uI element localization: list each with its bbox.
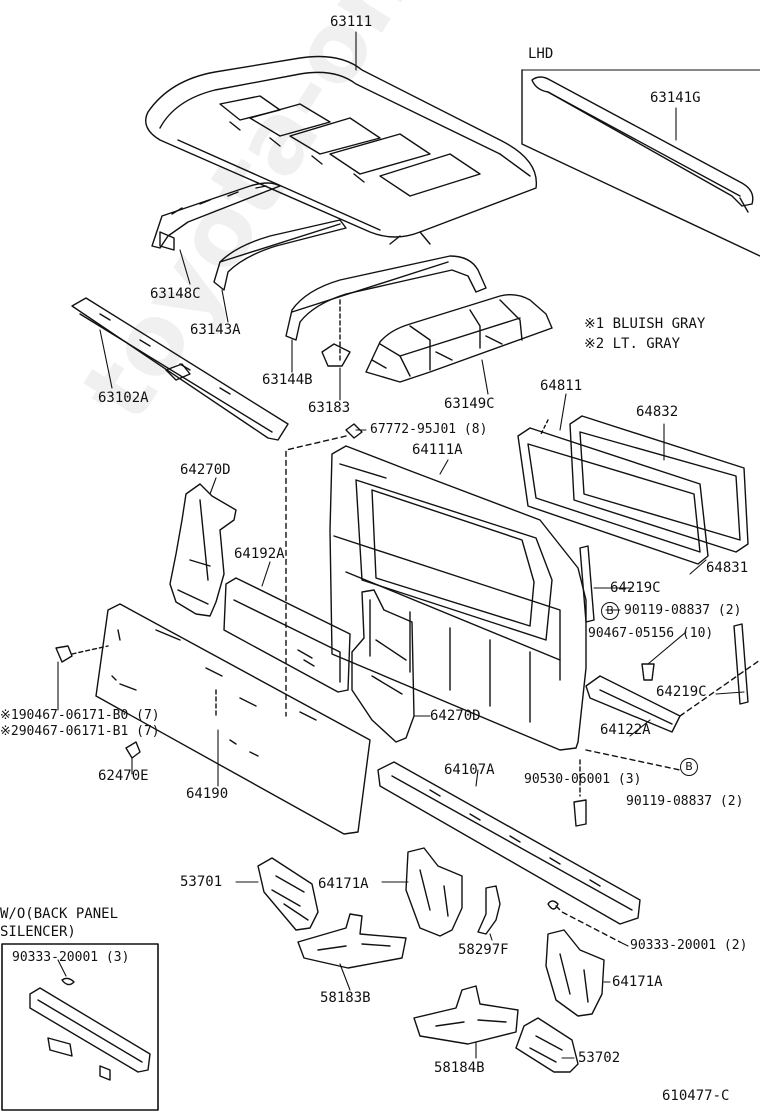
label-63102A: 63102A	[98, 390, 149, 406]
rail-64107A-shape	[377, 761, 641, 925]
callout-b-upper: B	[601, 602, 619, 620]
back-panel-64111A-shape	[329, 445, 587, 751]
label-64107A: 64107A	[444, 762, 495, 778]
label-63148C: 63148C	[150, 286, 201, 302]
glass-64811-shape	[517, 427, 709, 565]
wo-title-line2: SILENCER)	[0, 924, 76, 940]
label-64111A: 64111A	[412, 442, 463, 458]
frame-63149C-shape	[365, 293, 553, 383]
leader-lines	[57, 31, 745, 1059]
label-64832: 64832	[636, 404, 679, 420]
label-63183: 63183	[308, 400, 351, 416]
label-63144B: 63144B	[262, 372, 313, 388]
seal-64832-shape	[539, 415, 749, 553]
label-90530: 90530-06001 (3)	[524, 772, 642, 787]
lhd-inset-lines	[521, 69, 760, 257]
label-67772: 67772-95J01 (8)	[370, 422, 488, 437]
label-58183B: 58183B	[320, 990, 371, 1006]
label-90467-05156: 90467-05156 (10)	[588, 626, 714, 641]
silencer-64190-shape	[95, 603, 371, 835]
bracket-64171A-lower	[545, 929, 605, 1017]
label-63111: 63111	[330, 14, 373, 30]
label-64122A: 64122A	[600, 722, 651, 738]
rail-64122A-shape	[585, 659, 760, 733]
label-64270D-lower: 64270D	[430, 708, 481, 724]
label-64831: 64831	[706, 560, 749, 576]
label-lhd: LHD	[528, 46, 554, 62]
label-90333-inset: 90333-20001 (3)	[12, 950, 130, 965]
bracket-53702-shape	[515, 1017, 579, 1073]
bracket-64171A-upper	[405, 847, 463, 937]
label-64270D-upper: 64270D	[180, 462, 231, 478]
label-63141G: 63141G	[650, 90, 701, 106]
trim-64270D-lower	[351, 589, 415, 743]
label-64811: 64811	[540, 378, 583, 394]
roof-panel-shape	[145, 55, 538, 245]
wo-title-line1: W/O(BACK PANEL	[0, 906, 119, 922]
diagram-id: 610477-C	[662, 1088, 730, 1104]
label-63149C: 63149C	[444, 396, 495, 412]
label-64219C-lower: 64219C	[656, 684, 707, 700]
label-90119-lower: 90119-08837 (2)	[626, 794, 744, 809]
label-58184B: 58184B	[434, 1060, 485, 1076]
label-64190: 64190	[186, 786, 229, 802]
bracket-58184B-shape	[413, 985, 519, 1045]
label-64171A-upper: 64171A	[318, 876, 369, 892]
wo-inset-box	[1, 943, 159, 1111]
color-legend-line2: ※2 LT. GRAY	[584, 336, 681, 352]
rail-63148C-shape	[151, 182, 281, 251]
label-90119-upper: 90119-08837 (2)	[624, 603, 742, 618]
label-90333-lower: 90333-20001 (2)	[630, 938, 748, 953]
label-64192A: 64192A	[234, 546, 285, 562]
bracket-53701-shape	[257, 857, 319, 931]
bracket-58183B-shape	[297, 913, 407, 969]
label-64219C-upper: 64219C	[610, 580, 661, 596]
bracket-58297F-shape	[477, 885, 501, 935]
callout-b-lower: B	[680, 758, 698, 776]
bar-63102A-shape	[71, 297, 289, 441]
trim-64270D-upper	[169, 483, 237, 617]
clip-67772-shape	[285, 423, 363, 717]
rail-63144B-shape	[285, 255, 487, 367]
label-64171A-lower: 64171A	[612, 974, 663, 990]
label-53702: 53702	[578, 1050, 621, 1066]
label-90467-b0: ※190467-06171-B0 (7)	[0, 708, 160, 723]
panel-64192A-shape	[223, 577, 351, 693]
label-62470E: 62470E	[98, 768, 149, 784]
rail-63143A-shape	[213, 219, 347, 291]
clip-shapes	[55, 645, 681, 943]
color-legend-line1: ※1 BLUISH GRAY	[584, 316, 706, 332]
label-90467-b1: ※290467-06171-B1 (7)	[0, 724, 160, 739]
label-58297F: 58297F	[458, 942, 509, 958]
bracket-64219C-shapes	[579, 545, 749, 705]
label-53701: 53701	[180, 874, 223, 890]
label-63143A: 63143A	[190, 322, 241, 338]
